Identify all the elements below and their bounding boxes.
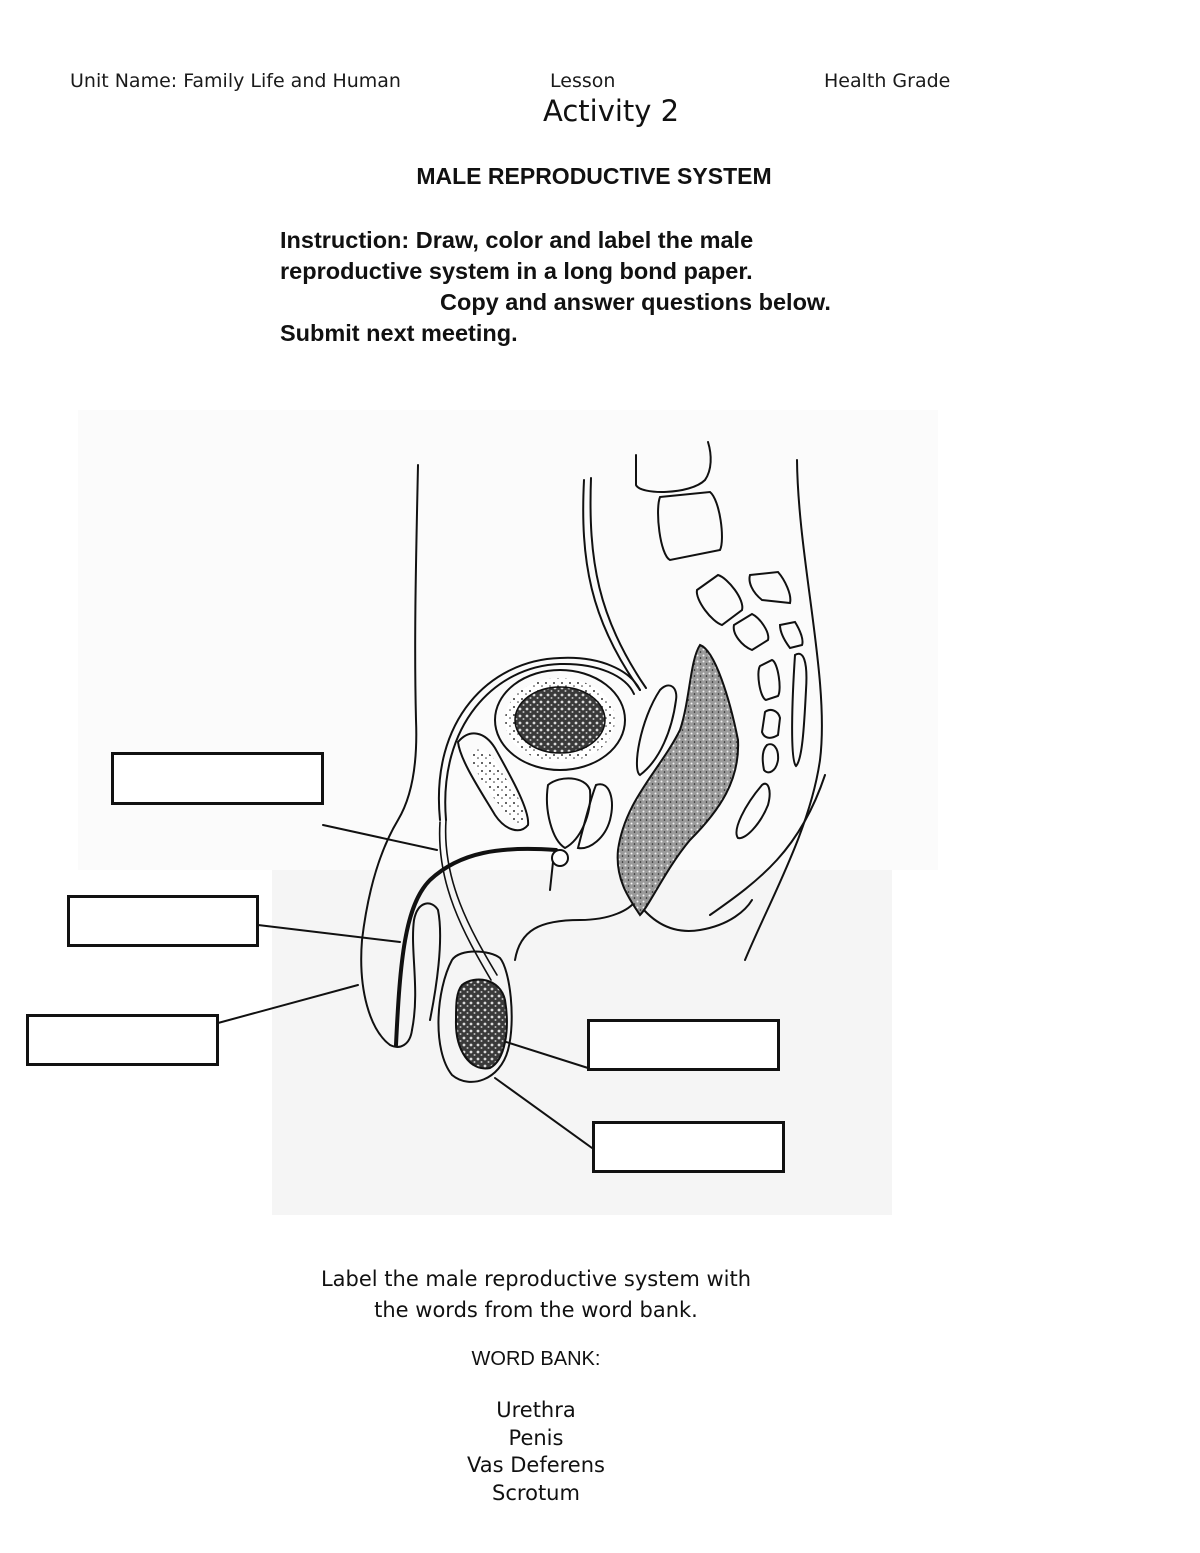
word-bank-item: Scrotum (492, 1480, 580, 1505)
label-box-1[interactable] (111, 752, 324, 805)
word-bank-item: Vas Deferens (467, 1453, 605, 1477)
word-bank-item: Urethra (496, 1398, 576, 1422)
word-bank-list: Urethra Penis Vas Deferens Scrotum (0, 1397, 1072, 1507)
instruction-line: Instruction: Draw, color and label the m… (280, 227, 754, 253)
anatomy-illustration (78, 410, 938, 1215)
lesson-label: Lesson (550, 70, 616, 92)
label-box-2[interactable] (67, 895, 259, 947)
grade-label: Health Grade (824, 70, 951, 92)
unit-name: Unit Name: Family Life and Human (70, 70, 401, 92)
instruction-line: reproductive system in a long bond paper… (280, 258, 753, 284)
labeling-instructions: Label the male reproductive system with … (0, 1264, 1072, 1326)
page-title: MALE REPRODUCTIVE SYSTEM (416, 163, 772, 189)
instruction-line: Copy and answer questions below. (440, 289, 831, 315)
instructions: Instruction: Draw, color and label the m… (280, 225, 831, 349)
label-box-5[interactable] (592, 1121, 785, 1173)
instruction-line: Submit next meeting. (280, 320, 518, 346)
footer-line: Label the male reproductive system with (320, 1267, 752, 1291)
reproductive-system-diagram (0, 400, 1200, 1230)
footer-line: the words from the word bank. (374, 1298, 698, 1322)
label-box-4[interactable] (587, 1019, 780, 1071)
label-box-3[interactable] (26, 1014, 219, 1066)
activity-title: Activity 2 (543, 94, 680, 128)
word-bank-item: Penis (508, 1425, 564, 1450)
word-bank-title: WORD BANK: (471, 1348, 601, 1370)
